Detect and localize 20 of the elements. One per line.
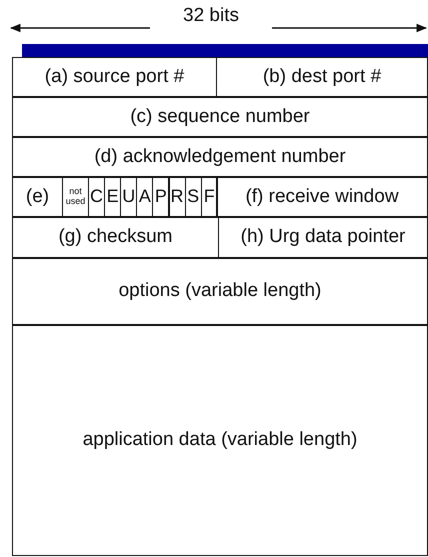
flag-bit-field: R — [168, 177, 186, 217]
header-field: (d) acknowledgement number — [12, 137, 428, 177]
header-field: (g) checksum — [12, 217, 219, 258]
header-field: application data (variable length) — [12, 325, 428, 556]
header-field: (a) source port # — [12, 57, 217, 97]
flag-bit-field: not used — [62, 177, 89, 217]
flag-bit-field: E — [104, 177, 122, 217]
header-field: (b) dest port # — [216, 57, 428, 97]
flag-bit-field: U — [120, 177, 138, 217]
flag-bit-field: P — [152, 177, 170, 217]
header-field: (c) sequence number — [12, 97, 428, 137]
flag-bit-field: A — [136, 177, 154, 217]
header-field: (e) — [12, 177, 63, 217]
flag-bit-field: C — [88, 177, 106, 217]
flag-bit-field: F — [200, 177, 218, 217]
header-field: options (variable length) — [12, 258, 428, 325]
flag-bit-field: S — [184, 177, 202, 217]
header-field: (f) receive window — [216, 177, 428, 217]
width-label: 32 bits — [183, 5, 239, 27]
header-field: (h) Urg data pointer — [218, 217, 428, 258]
